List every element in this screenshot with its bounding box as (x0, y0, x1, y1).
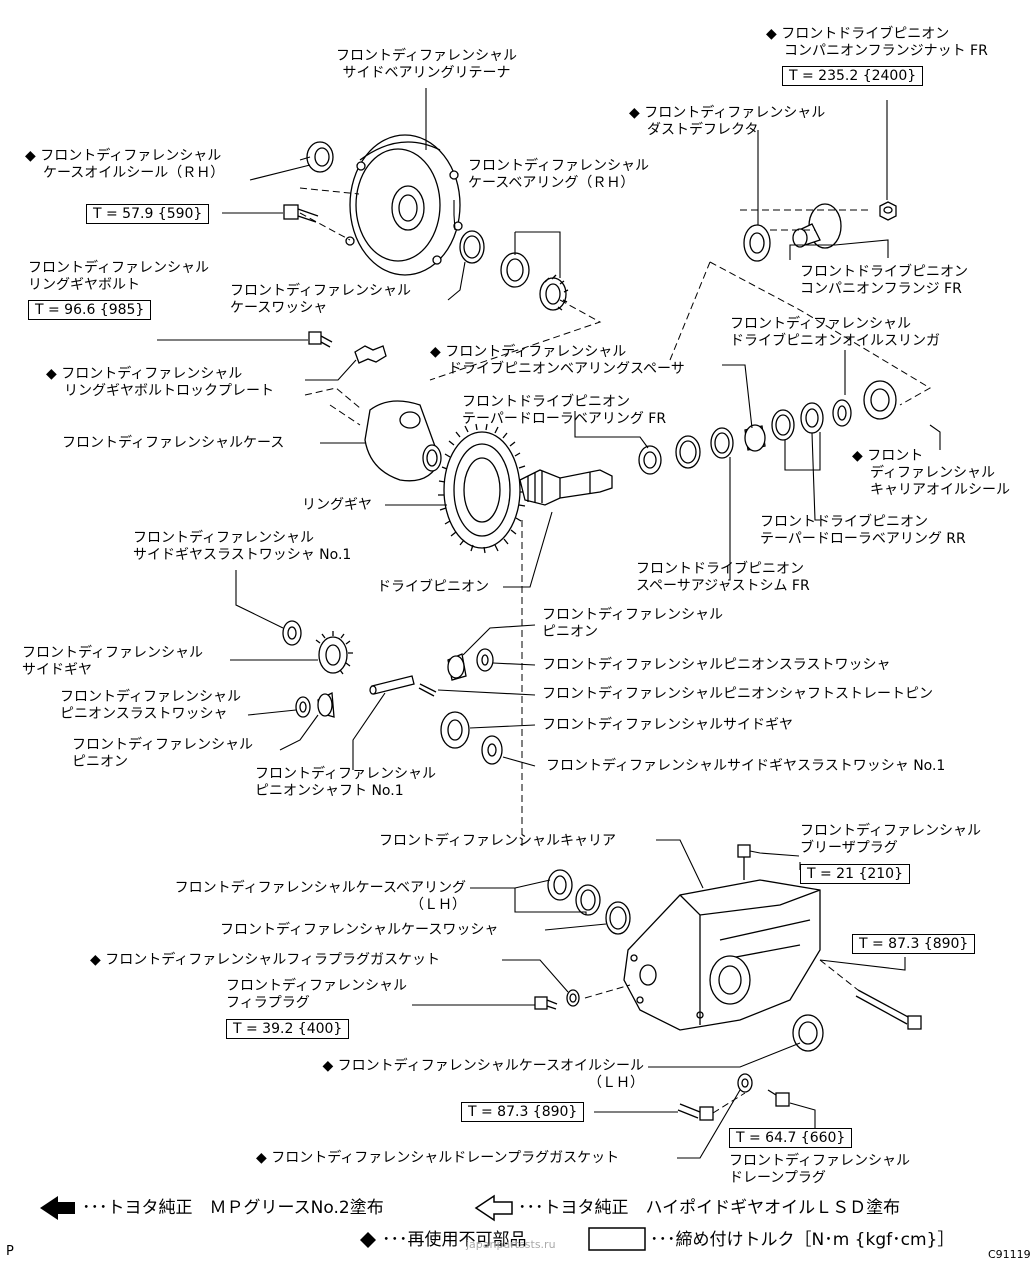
label-pinion-thrust-washer: フロントディファレンシャルピニオンスラストワッシャ (60, 689, 242, 722)
pinion-right-group (440, 648, 503, 765)
torque-carrier-bolt: T = 87.3 {890} (852, 934, 976, 954)
label-spacer-shim: フロントドライブピニオンスペーサアジャストシム FR (636, 561, 810, 594)
lower-bolt (677, 1103, 714, 1121)
drain-plug-part (737, 1073, 790, 1107)
figure-code: C91119 (988, 1248, 1031, 1261)
side-bearing-retainer (345, 134, 463, 276)
pinion-shaft (369, 675, 437, 697)
drive-pinion (519, 469, 613, 506)
label-oil-slinger: フロントディファレンシャルドライブピニオンオイルスリンガ (730, 316, 940, 349)
label-taper-bearing-rr: フロントドライブピニオンテーパードローラベアリング RR (760, 514, 966, 547)
companion-flange (792, 203, 842, 249)
carrier-oil-seal (863, 380, 897, 420)
grease-arrow-icon (40, 1196, 75, 1220)
label-taper-bearing-fr: フロントドライブピニオンテーパードローラベアリング FR (462, 394, 667, 427)
companion-nut (879, 201, 897, 221)
torque-drain-plug: T = 64.7 {660} (729, 1128, 853, 1148)
label-ring-gear-bolt: フロントディファレンシャルリングギヤボルト (28, 260, 210, 293)
label-r-side-washer: フロントディファレンシャルサイドギヤスラストワッシャ No.1 (546, 758, 946, 774)
label-oil-seal-lh: ◆ フロントディファレンシャルケースオイルシール（ＬＨ） (322, 1058, 644, 1091)
label-drain-gasket: ◆ フロントディファレンシャルドレーンプラグガスケット (256, 1150, 620, 1166)
pinion-spacers (710, 399, 852, 459)
legend-grease: ･･･トヨタ純正 ＭＰグリースNo.2塗布 (82, 1198, 384, 1218)
filler-plug-part (534, 989, 580, 1010)
torque-retainer-bolt: T = 57.9 {590} (86, 204, 210, 224)
label-bearing-spacer: ◆ フロントディファレンシャルドライブピニオンベアリングスペーサ (430, 344, 685, 377)
carrier-housing (623, 879, 821, 1031)
breather-plug-part (737, 844, 751, 880)
label-ring-gear: リングギヤ (302, 497, 372, 513)
label-side-gear: フロントディファレンシャルサイドギヤ (22, 645, 204, 678)
non-reusable-diamond-icon (360, 1232, 376, 1248)
label-case-washer: フロントディファレンシャルケースワッシャ (230, 283, 412, 316)
oil-arrow-icon (474, 1194, 513, 1222)
label-dust-deflector: ◆ フロントディファレンシャルダストデフレクタ (629, 105, 826, 138)
label-lock-plate: ◆ フロントディファレンシャルリングギヤボルトロックプレート (46, 366, 274, 399)
differential-case (364, 400, 442, 482)
label-case-bearing-lh: フロントディファレンシャルケースベアリング（ＬＨ） (174, 880, 466, 913)
torque-companion-nut: T = 235.2 {2400} (782, 66, 924, 86)
label-side-retainer: フロントディファレンシャルサイドベアリングリテーナ (336, 48, 518, 81)
ring-gear (438, 423, 527, 554)
torque-breather-plug: T = 21 {210} (800, 864, 910, 884)
label-r-pinion: フロントディファレンシャルピニオン (542, 607, 724, 640)
carrier-bolt (855, 989, 922, 1030)
label-filler-plug: フロントディファレンシャルフィラプラグ (226, 978, 408, 1011)
label-case-washer-lh: フロントディファレンシャルケースワッシャ (220, 922, 499, 938)
torque-filler-plug: T = 39.2 {400} (226, 1019, 350, 1039)
oil-seal-lh (792, 1014, 824, 1052)
case-washer-rh (459, 230, 485, 264)
case-bearing-rh (500, 252, 569, 311)
label-breather-plug: フロントディファレンシャルブリーザプラグ (800, 823, 982, 856)
label-r-side-gear: フロントディファレンシャルサイドギヤ (542, 717, 794, 733)
dust-deflector (743, 224, 771, 262)
label-companion-nut: ◆ フロントドライブピニオンコンパニオンフランジナット FR (766, 26, 988, 59)
label-companion-flange: フロントドライブピニオンコンパニオンフランジ FR (800, 264, 968, 297)
label-pinion-shaft: フロントディファレンシャルピニオンシャフト No.1 (255, 766, 437, 799)
legend-non-reusable: ･･･再使用不可部品 (382, 1230, 527, 1250)
label-side-thrust-washer: フロントディファレンシャルサイドギヤスラストワッシャ No.1 (133, 530, 352, 563)
label-oil-seal-rh: ◆ フロントディファレンシャルケースオイルシール（ＲＨ） (25, 148, 225, 181)
legend-oil: ･･･トヨタ純正 ハイポイドギヤオイルＬＳＤ塗布 (518, 1198, 901, 1218)
ring-gear-bolt (308, 331, 333, 348)
oil-seal-rh (306, 141, 334, 173)
torque-box-icon (588, 1227, 646, 1251)
label-r-pinion-washer: フロントディファレンシャルピニオンスラストワッシャ (542, 657, 891, 673)
label-pinion: フロントディファレンシャルピニオン (72, 737, 254, 770)
pinion-left-group (295, 691, 335, 718)
label-carrier: フロントディファレンシャルキャリア (379, 833, 617, 849)
legend-torque: ･･･締め付けトルク［N･m {kgf･cm}］ (650, 1230, 955, 1250)
case-bearing-lh (547, 869, 631, 935)
retainer-bolt (283, 204, 319, 223)
torque-ring-gear-bolt: T = 96.6 {985} (28, 300, 152, 320)
label-carrier-oil-seal: ◆ フロントディファレンシャルキャリアオイルシール (852, 448, 1010, 498)
side-gear-left-group (282, 620, 353, 675)
taper-bearing-fr (638, 435, 701, 475)
label-diff-case: フロントディファレンシャルケース (62, 435, 285, 451)
torque-lower-carrier-bolt: T = 87.3 {890} (461, 1102, 585, 1122)
corner-letter: P (6, 1244, 14, 1259)
label-r-straight-pin: フロントディファレンシャルピニオンシャフトストレートピン (542, 686, 934, 702)
label-case-bearing-rh: フロントディファレンシャルケースベアリング（ＲＨ） (468, 158, 650, 191)
label-filler-gasket: ◆ フロントディファレンシャルフィラプラグガスケット (90, 952, 440, 968)
label-drive-pinion: ドライブピニオン (377, 579, 489, 595)
watermark: japanpartssts.ru (466, 1238, 556, 1251)
lock-plate (354, 345, 387, 364)
label-drain-plug: フロントディファレンシャルドレーンプラグ (729, 1153, 911, 1186)
